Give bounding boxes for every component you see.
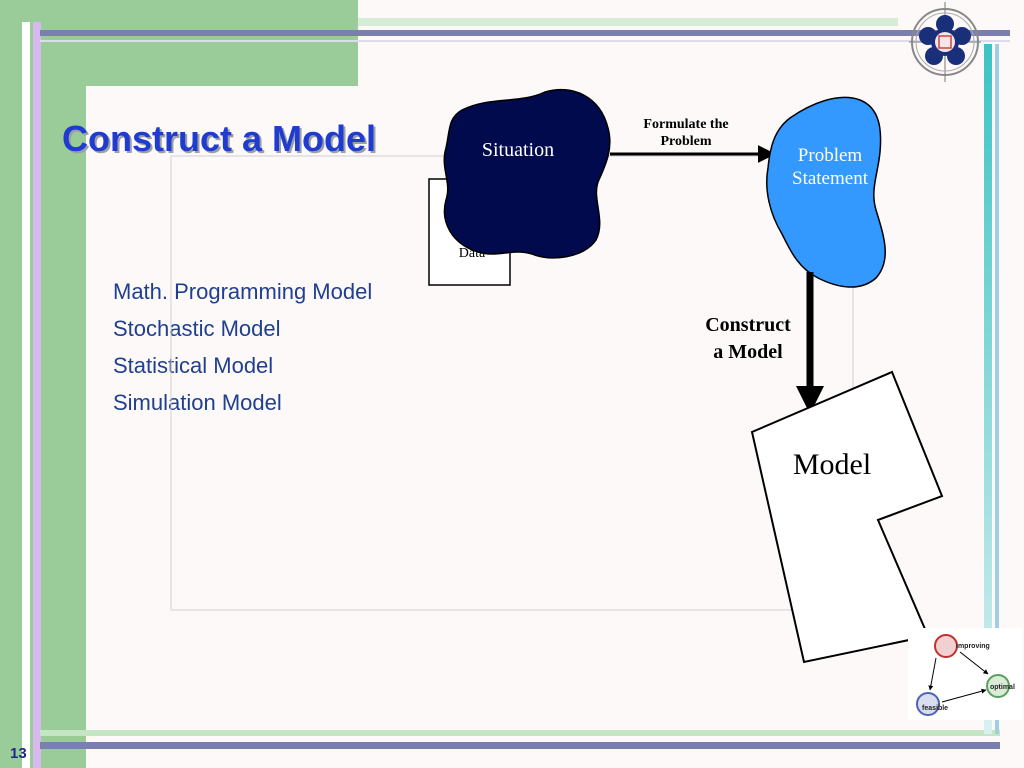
feasible-label: feasible xyxy=(922,705,948,712)
top-green-band xyxy=(0,0,358,86)
optimal-node xyxy=(986,674,1010,698)
list-item: Math. Programming Model xyxy=(113,279,373,304)
right-stripe-teal xyxy=(984,44,992,734)
left-stripe-lavender xyxy=(33,22,41,768)
problem-statement-blob xyxy=(766,96,886,288)
bottom-stripe xyxy=(40,742,1000,749)
formulate-label-line2: Problem xyxy=(660,134,711,149)
situation-label: Situation xyxy=(482,139,554,161)
optimal-label: optimal xyxy=(990,684,1015,691)
improving-label: improving xyxy=(956,643,990,650)
page-number: 13 xyxy=(10,745,27,762)
left-green-band xyxy=(0,0,86,768)
construct-label-line1: Construct xyxy=(705,314,791,336)
top-stripe xyxy=(40,30,1010,36)
right-stripe-blue xyxy=(995,44,999,734)
list-item: Statistical Model xyxy=(113,353,274,378)
construct-arrow-head xyxy=(796,386,824,414)
model-types-list: Math. Programming Model Stochastic Model… xyxy=(113,278,372,426)
problem-label-line2: Statement xyxy=(792,168,869,189)
formulate-label-line1: Formulate the xyxy=(643,117,728,132)
slide-title: Construct a Model xyxy=(62,118,377,159)
improving-node xyxy=(934,634,958,658)
model-label: Model xyxy=(793,448,871,481)
problem-label-line1: Problem xyxy=(798,145,863,166)
bottom-stripe-green xyxy=(40,730,1000,736)
top-stripe-green xyxy=(358,18,898,26)
list-item: Stochastic Model xyxy=(113,316,281,341)
model-shape xyxy=(750,370,944,664)
left-stripe xyxy=(22,22,30,768)
university-logo xyxy=(909,2,981,82)
list-item: Simulation Model xyxy=(113,390,282,415)
top-stripe-light xyxy=(40,40,1010,42)
feasible-improving-optimal-cycle: improving optimal feasible xyxy=(908,628,1022,720)
feasible-node xyxy=(916,692,940,716)
situation-blob xyxy=(443,88,611,259)
construct-label-line2: a Model xyxy=(713,341,783,363)
